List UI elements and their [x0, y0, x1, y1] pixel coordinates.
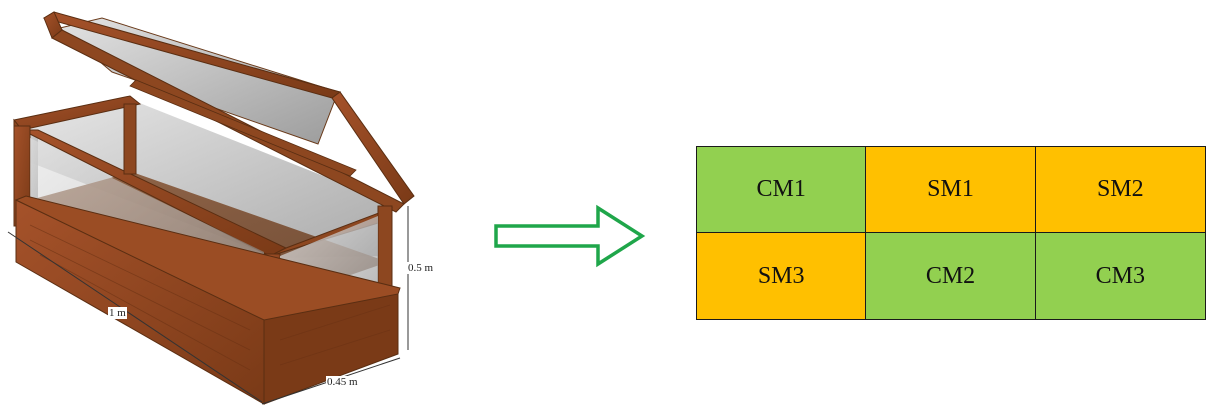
grid-cell-sm3: SM3 [697, 233, 867, 319]
base-top-lip [14, 195, 401, 321]
lid-glass [58, 17, 339, 145]
grid-cell-sm1: SM1 [866, 147, 1036, 233]
lid-frame-right [331, 91, 415, 205]
module-layout-grid: CM1 SM1 SM2 SM3 CM2 CM3 [696, 146, 1206, 320]
back-glass-panel [24, 100, 384, 258]
post-right-back [377, 205, 393, 289]
dimension-line-length [7, 231, 263, 403]
cold-frame-illustration [7, 11, 415, 405]
dimension-label-width: 0.45 m [326, 376, 359, 388]
post-back [123, 103, 137, 175]
hollow-right-arrow-icon [494, 204, 646, 268]
dimension-label-length: 1 m [108, 307, 127, 319]
grid-cell-cm2: CM2 [866, 233, 1036, 319]
wood-grain [29, 224, 391, 371]
lid-crossbar [129, 79, 357, 177]
grid-cell-cm1: CM1 [697, 147, 867, 233]
dimension-label-height: 0.5 m [407, 262, 435, 274]
grid-cell-sm2: SM2 [1035, 147, 1205, 233]
grid-cell-cm3: CM3 [1035, 233, 1205, 319]
